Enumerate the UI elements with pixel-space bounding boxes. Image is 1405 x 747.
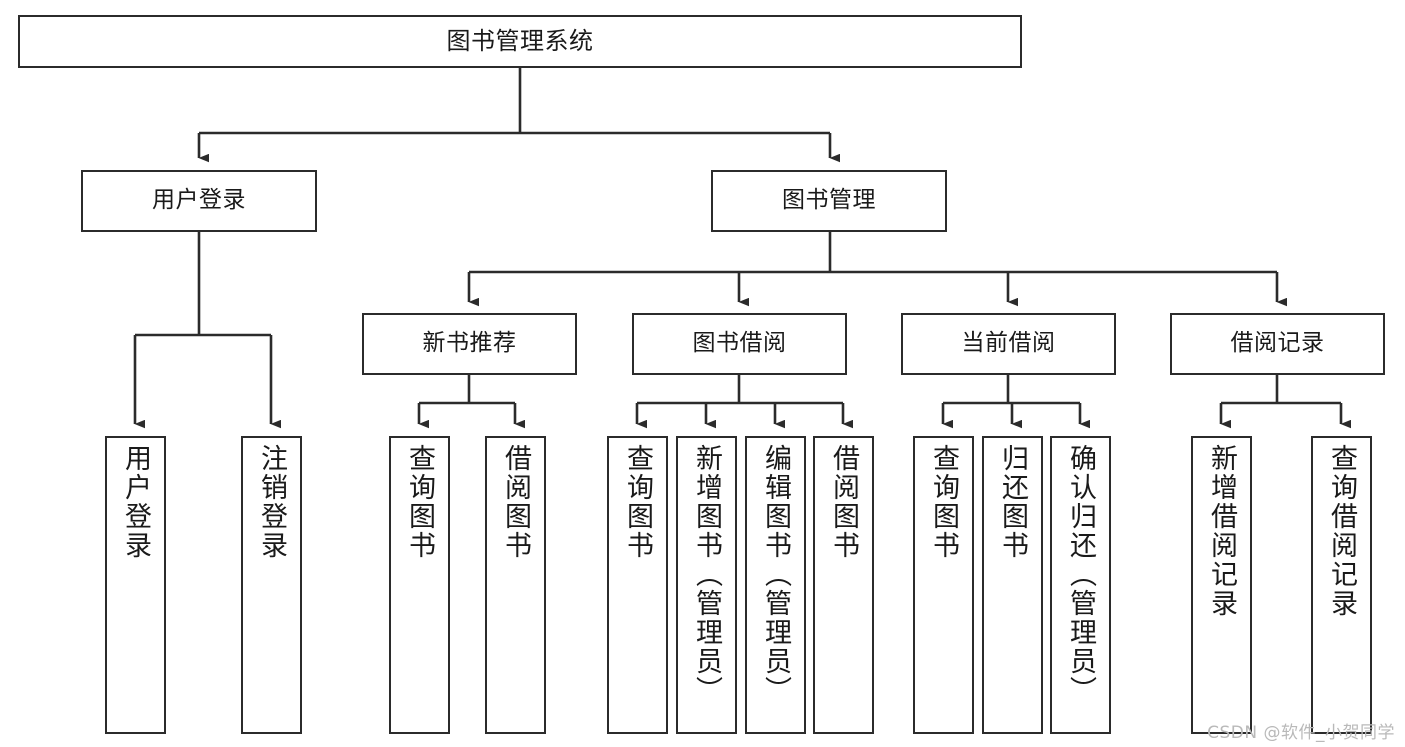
node-label: 借阅记录: [1230, 330, 1325, 357]
leaf-current-query-books[interactable]: 查询图书: [913, 436, 974, 734]
node-label: 借阅图书: [828, 444, 859, 560]
node-label: 新书推荐: [422, 330, 517, 357]
node-label: 注销登录: [256, 444, 287, 560]
node-label: 用户登录: [152, 187, 246, 214]
node-label: 归还图书: [997, 444, 1028, 560]
leaf-record-query-borrow-record[interactable]: 查询借阅记录: [1311, 436, 1372, 734]
node-label: 确认归还（管理员）: [1065, 444, 1096, 705]
leaf-current-return-books[interactable]: 归还图书: [982, 436, 1043, 734]
node-label: 查询图书: [622, 444, 653, 560]
node-label: 编辑图书（管理员）: [760, 444, 791, 705]
node-borrowing-records[interactable]: 借阅记录: [1170, 313, 1385, 375]
node-root-book-management-system[interactable]: 图书管理系统: [18, 15, 1022, 68]
node-label: 查询图书: [928, 444, 959, 560]
node-current-borrowing[interactable]: 当前借阅: [901, 313, 1116, 375]
leaf-current-confirm-return-admin[interactable]: 确认归还（管理员）: [1050, 436, 1111, 734]
leaf-user-login-login[interactable]: 用户登录: [105, 436, 166, 734]
leaf-new-book-query-books[interactable]: 查询图书: [389, 436, 450, 734]
node-new-book-recommendation[interactable]: 新书推荐: [362, 313, 577, 375]
leaf-borrow-query-books[interactable]: 查询图书: [607, 436, 668, 734]
leaf-record-add-borrow-record[interactable]: 新增借阅记录: [1191, 436, 1252, 734]
node-user-login[interactable]: 用户登录: [81, 170, 317, 232]
node-label: 借阅图书: [500, 444, 531, 560]
node-label: 图书管理系统: [446, 27, 594, 56]
leaf-borrow-borrow-books[interactable]: 借阅图书: [813, 436, 874, 734]
node-label: 当前借阅: [961, 330, 1056, 357]
node-book-management[interactable]: 图书管理: [711, 170, 947, 232]
node-label: 新增借阅记录: [1206, 444, 1237, 618]
node-label: 图书借阅: [692, 330, 787, 357]
node-label: 用户登录: [120, 444, 151, 560]
node-label: 查询图书: [404, 444, 435, 560]
node-book-borrowing[interactable]: 图书借阅: [632, 313, 847, 375]
leaf-borrow-edit-book-admin[interactable]: 编辑图书（管理员）: [745, 436, 806, 734]
node-label: 图书管理: [782, 187, 876, 214]
leaf-user-login-logout[interactable]: 注销登录: [241, 436, 302, 734]
node-label: 新增图书（管理员）: [691, 444, 722, 705]
node-label: 查询借阅记录: [1326, 444, 1357, 618]
csdn-watermark: CSDN @软件_小贺同学: [1207, 723, 1395, 743]
leaf-borrow-add-book-admin[interactable]: 新增图书（管理员）: [676, 436, 737, 734]
leaf-new-book-borrow-books[interactable]: 借阅图书: [485, 436, 546, 734]
